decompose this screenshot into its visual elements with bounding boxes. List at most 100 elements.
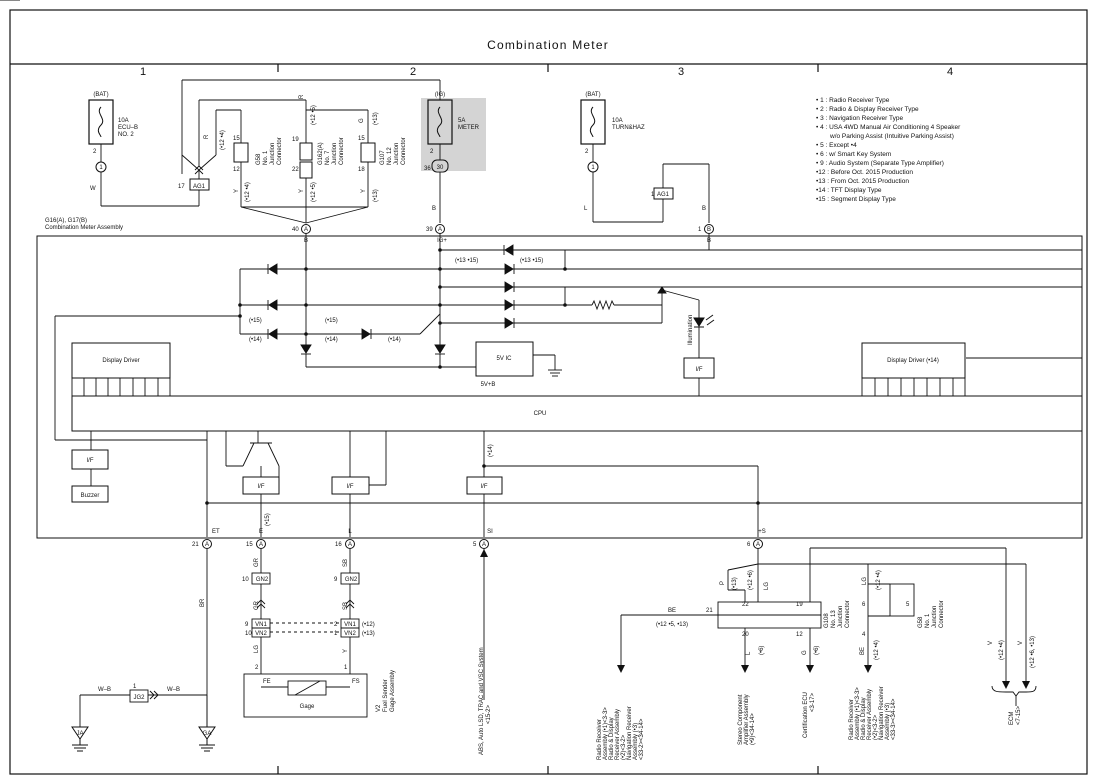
- svg-text:Radio & Display: Radio & Display: [609, 717, 615, 760]
- svg-text:No. 13: No. 13: [831, 610, 837, 628]
- svg-text:6: 6: [747, 542, 751, 548]
- svg-text:w/o Parking Assist (Intuitive: w/o Parking Assist (Intuitive Parking As…: [829, 133, 954, 140]
- svg-text:SB: SB: [343, 602, 349, 610]
- svg-text:I/F: I/F: [87, 458, 94, 464]
- svg-text:V: V: [1018, 641, 1024, 645]
- illumination-led: [693, 314, 715, 328]
- assembly-label-1: G16(A), G17(B): [45, 218, 87, 224]
- legend: • 1 : Radio Receiver Type • 2 : Radio & …: [816, 97, 961, 203]
- column-number-1: 1: [140, 66, 146, 78]
- svg-text:IG+: IG+: [437, 238, 447, 244]
- svg-text:Junction: Junction: [932, 606, 938, 628]
- svg-text:GR: GR: [254, 557, 260, 567]
- svg-text:GN2: GN2: [256, 577, 269, 583]
- svg-text:(•13): (•13): [362, 631, 375, 637]
- svg-text:<33-3><34-14>: <33-3><34-14>: [891, 698, 897, 740]
- column-number-4: 4: [947, 66, 953, 78]
- svg-text:• 1 : Radio Receiver Type: • 1 : Radio Receiver Type: [816, 97, 890, 104]
- display-driver-right-label: Display Driver (•14): [887, 358, 939, 364]
- svg-text:2: 2: [93, 149, 97, 155]
- svg-text:G58: G58: [918, 616, 924, 628]
- svg-text:SB: SB: [343, 559, 349, 567]
- svg-text:BE: BE: [860, 647, 866, 655]
- svg-text:6: 6: [862, 602, 866, 608]
- arrowheads: [149, 549, 1030, 700]
- page-frame: [9, 9, 1088, 775]
- svg-text:(•6): (•6): [814, 646, 820, 655]
- svg-text:30: 30: [437, 165, 444, 171]
- svg-text:20: 20: [742, 632, 749, 638]
- five-v-b-label: 5V+B: [481, 382, 496, 388]
- svg-text:(•14): (•14): [249, 337, 262, 343]
- svg-text:LG: LG: [254, 645, 260, 653]
- svg-text:G: G: [802, 650, 808, 655]
- svg-text:A: A: [482, 542, 486, 548]
- conn-1-ecub: 1: [99, 165, 103, 171]
- resistor: [591, 299, 615, 311]
- top-wiring: [95, 79, 710, 224]
- internal-notes: (•13 •15) (•13 •15) (•15) (•15) (•14) (•…: [249, 258, 543, 526]
- svg-text:VN1: VN1: [344, 622, 356, 628]
- svg-text:A: A: [205, 542, 209, 548]
- conn-ag1-right: AG1: [657, 192, 670, 198]
- svg-text:(•12 •6, •13): (•12 •6, •13): [1030, 636, 1036, 668]
- svg-text:BR: BR: [200, 598, 206, 607]
- svg-text:•14 : TFT Display Type: •14 : TFT Display Type: [816, 187, 882, 194]
- top-pin-numbers: 2 W 17 15 12 19 22 15 18 2 36 2 1 B L B …: [90, 94, 706, 212]
- svg-text:4: 4: [862, 632, 866, 638]
- svg-text:Certification ECU: Certification ECU: [803, 692, 809, 738]
- svg-text:(BAT): (BAT): [585, 92, 600, 98]
- svg-text:1: 1: [651, 192, 655, 198]
- svg-text:Junction: Junction: [332, 143, 338, 165]
- svg-text:Assembly (•1)<3-3>: Assembly (•1)<3-3>: [603, 707, 609, 760]
- svg-text:(•14): (•14): [388, 337, 401, 343]
- svg-text:P: P: [720, 581, 726, 585]
- svg-text:TURN&HAZ: TURN&HAZ: [612, 125, 645, 131]
- svg-text:Junction: Junction: [270, 143, 276, 165]
- svg-text:15: 15: [246, 542, 253, 548]
- svg-text:12: 12: [233, 167, 240, 173]
- internal-wiring: [0, 0, 1082, 537]
- svg-text:5: 5: [473, 542, 477, 548]
- svg-text:Connector: Connector: [277, 137, 283, 165]
- svg-text:(•2)<3-2>: (•2)<3-2>: [621, 734, 627, 760]
- svg-text:1: 1: [334, 631, 338, 637]
- column-number-2: 2: [410, 66, 416, 78]
- svg-text:Y: Y: [299, 189, 305, 193]
- svg-text:40: 40: [292, 227, 299, 233]
- svg-text:Receiver Assembly: Receiver Assembly: [615, 709, 621, 760]
- svg-text:(BAT): (BAT): [93, 92, 108, 98]
- svg-text:21: 21: [192, 542, 199, 548]
- svg-text:(•13): (•13): [732, 577, 738, 590]
- svg-text:Junction: Junction: [394, 143, 400, 165]
- svg-text:Assembly (•3): Assembly (•3): [633, 723, 639, 760]
- svg-text:G58: G58: [256, 153, 262, 165]
- bottom-labels: GN2 GN2 VN1 VN2 VN1 VN2 JG2 10 9 9 10 2 …: [98, 557, 1036, 712]
- svg-text:No. 12: No. 12: [387, 147, 393, 165]
- svg-text:1: 1: [133, 684, 137, 690]
- svg-text:METER: METER: [458, 125, 480, 131]
- svg-text:A: A: [259, 542, 263, 548]
- svg-text:GN2: GN2: [345, 577, 358, 583]
- svg-text:L: L: [348, 529, 352, 535]
- fuse-ecu-b: (BAT) 10A ECU–B NO. 2: [88, 92, 138, 145]
- svg-text:•13 : From Oct. 2015 Producti: •13 : From Oct. 2015 Production: [816, 178, 909, 185]
- block-labels: Display Driver Display Driver (•14) CPU …: [81, 356, 939, 499]
- svg-text:10: 10: [242, 577, 249, 583]
- five-v-ic-label: 5V IC: [496, 356, 512, 362]
- svg-text:I/F: I/F: [258, 484, 265, 490]
- diodes: [267, 244, 667, 355]
- svg-text:19: 19: [292, 137, 299, 143]
- blocks: [71, 341, 1083, 503]
- pin-markers-top: A A B 40 39 1 B IG+ B: [292, 224, 714, 244]
- svg-text:Radio Receiver: Radio Receiver: [849, 699, 855, 740]
- ground-ja: [71, 726, 89, 752]
- svg-text:ABS, Auto LSD, TRAC and VSC Sy: ABS, Auto LSD, TRAC and VSC System: [479, 647, 485, 755]
- junction-labels-top: G58 No. 1 Junction Connector G162(A) No.…: [220, 105, 407, 202]
- svg-text:BE: BE: [668, 608, 676, 614]
- svg-text:21: 21: [706, 608, 713, 614]
- svg-text:<15-2>: <15-2>: [486, 704, 492, 724]
- svg-text:A: A: [438, 227, 442, 233]
- svg-text:(•13): (•13): [373, 189, 379, 202]
- svg-text:1: 1: [698, 227, 702, 233]
